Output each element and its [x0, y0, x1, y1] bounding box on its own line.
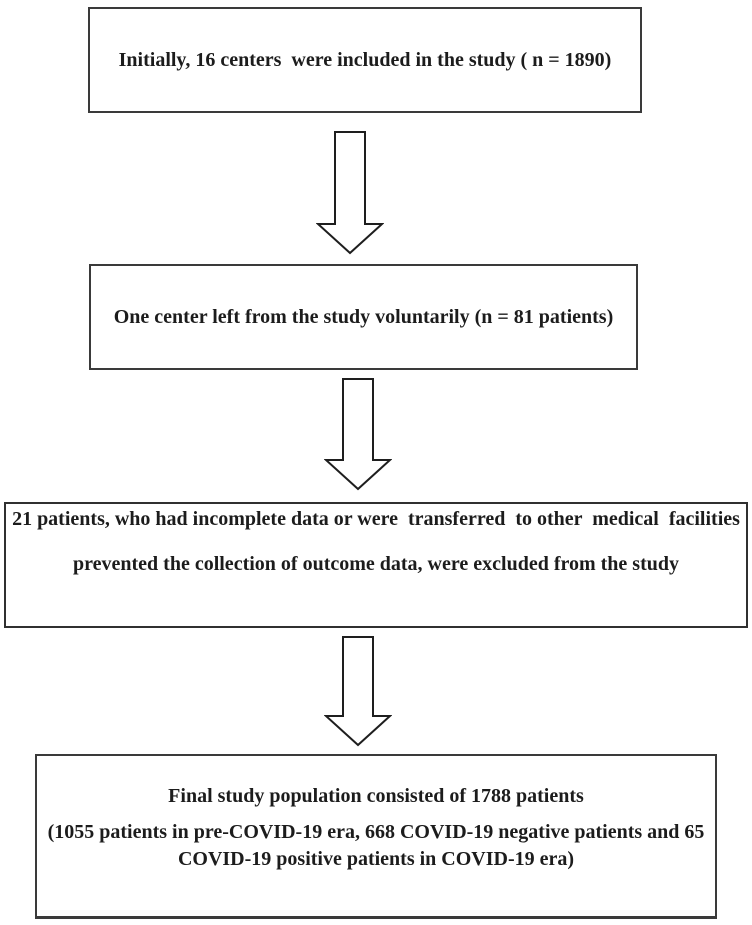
down-arrow-icon [324, 636, 392, 747]
flow-node-final-population-text-line1: Final study population consisted of 1788… [168, 785, 584, 807]
flow-node-center-withdrawal: One center left from the study voluntari… [89, 264, 638, 370]
down-arrow-icon [316, 131, 384, 255]
flow-node-initial-population: Initially, 16 centers were included in t… [88, 7, 642, 113]
flow-node-patient-exclusion-text-line2: prevented the collection of outcome data… [72, 553, 679, 575]
flow-node-patient-exclusion-text-line1: 21 patients, who had incomplete data or … [12, 508, 740, 530]
flow-node-initial-population-text: Initially, 16 centers were included in t… [118, 48, 612, 71]
flow-node-center-withdrawal-text: One center left from the study voluntari… [113, 305, 614, 328]
down-arrow-icon [324, 378, 392, 491]
flow-node-final-population: Final study population consisted of 1788… [35, 754, 717, 919]
flow-node-patient-exclusion: 21 patients, who had incomplete data or … [4, 502, 748, 628]
flow-node-final-population-text-line2: (1055 patients in pre-COVID-19 era, 668 … [47, 821, 705, 870]
